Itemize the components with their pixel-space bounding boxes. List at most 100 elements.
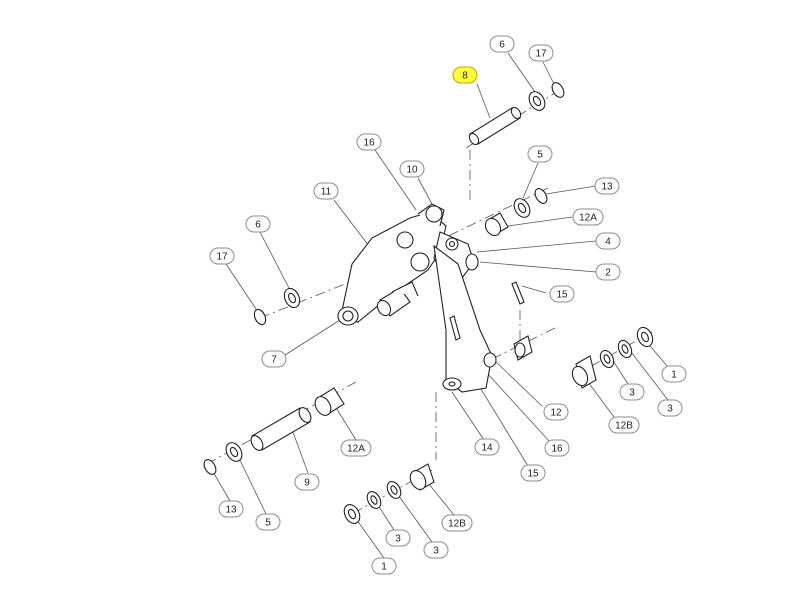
callout-c6b: 6 [245, 215, 271, 233]
callout-label: 5 [537, 150, 543, 161]
callout-label: 3 [667, 404, 673, 415]
callout-bubble [441, 514, 473, 532]
callout-label: 6 [255, 220, 261, 231]
callout-bubble [423, 541, 449, 559]
bushing-12A-right [484, 212, 509, 237]
callout-bubble [294, 473, 320, 491]
retaining-ring-13-left [203, 459, 217, 475]
shaft-7-fitting [376, 281, 419, 317]
bushing-12A-left [314, 387, 345, 416]
retaining-ring-17-top [551, 82, 565, 98]
callout-bubble [527, 145, 553, 163]
callout-label: 8 [462, 71, 468, 82]
callout-c8: 8 [452, 66, 478, 84]
callout-label: 17 [216, 252, 228, 263]
callout-c15b: 15 [520, 464, 546, 482]
pin-9 [250, 407, 312, 451]
callout-label: 12B [615, 421, 633, 432]
callout-label: 12 [550, 408, 562, 419]
callout-bubble [544, 439, 570, 457]
pin-8 [468, 106, 522, 146]
callout-bubble [594, 177, 620, 195]
callout-c12Bb: 12B [441, 514, 473, 532]
callout-label: 3 [629, 388, 635, 399]
callout-label: 13 [601, 182, 613, 193]
callout-bubble [572, 208, 604, 226]
callout-c14: 14 [474, 438, 500, 456]
callout-c15a: 15 [549, 285, 575, 303]
callout-label: 14 [481, 443, 493, 454]
callout-bubble [371, 557, 397, 575]
callout-c17a: 17 [528, 44, 554, 62]
callout-c1b: 1 [371, 557, 397, 575]
callout-label: 16 [551, 444, 563, 455]
callout-bubble [528, 44, 554, 62]
cotter-pin-15-top [511, 281, 525, 305]
callout-label: 2 [605, 268, 611, 279]
callout-c11: 11 [313, 182, 339, 200]
callout-bubble [385, 529, 411, 547]
callout-label: 15 [527, 469, 539, 480]
callout-c9: 9 [294, 473, 320, 491]
callout-c6a: 6 [489, 35, 515, 53]
center-lines [204, 89, 653, 516]
callout-bubble [356, 133, 382, 151]
callout-label: 5 [265, 518, 271, 529]
parts [203, 82, 654, 524]
callout-c12Aa: 12A [572, 208, 604, 226]
callout-c1a: 1 [661, 365, 687, 383]
callout-label: 4 [605, 237, 611, 248]
callout-label: 6 [499, 40, 505, 51]
callout-label: 3 [433, 546, 439, 557]
callout-c3b: 3 [657, 399, 683, 417]
callout-c3a: 3 [619, 383, 645, 401]
bushing-12B-right [571, 355, 597, 389]
callout-c13b: 13 [218, 500, 244, 518]
callout-bubble [218, 500, 244, 518]
callout-label: 15 [556, 290, 568, 301]
callout-c13a: 13 [594, 177, 620, 195]
callout-bubble [489, 35, 515, 53]
callout-bubble [549, 285, 575, 303]
callout-bubble [595, 263, 621, 281]
callout-bubble [255, 513, 281, 531]
callout-label: 7 [271, 355, 277, 366]
callout-bubble [520, 464, 546, 482]
fitting-12 [513, 335, 533, 361]
callout-c7: 7 [261, 350, 287, 368]
callout-c5a: 5 [527, 145, 553, 163]
callout-bubble [661, 365, 687, 383]
callout-bubble [474, 438, 500, 456]
callout-bubble [543, 403, 569, 421]
callout-c5b: 5 [255, 513, 281, 531]
callout-c10: 10 [399, 160, 425, 178]
callout-label: 1 [381, 562, 387, 573]
callout-bubble [619, 383, 645, 401]
callout-label: 17 [535, 49, 547, 60]
cotter-pin-15-left [449, 315, 461, 341]
callout-label: 13 [225, 505, 237, 516]
callout-label: 3 [395, 534, 401, 545]
callout-c2: 2 [595, 263, 621, 281]
callout-label: 9 [304, 478, 310, 489]
callout-label: 16 [363, 138, 375, 149]
callout-bubble [340, 439, 372, 457]
callout-c12Ba: 12B [608, 416, 640, 434]
retaining-ring-17-left [253, 308, 267, 326]
leg-14 [433, 244, 497, 393]
callout-label: 12A [347, 444, 365, 455]
callout-c16a: 16 [356, 133, 382, 151]
callout-bubble [261, 350, 287, 368]
callout-bubble [399, 160, 425, 178]
callout-label: 11 [321, 187, 332, 198]
callout-c3d: 3 [423, 541, 449, 559]
callout-c12: 12 [543, 403, 569, 421]
callout-bubble [209, 247, 235, 265]
leader-lines [211, 52, 669, 559]
bushing-12B-bottom [409, 463, 435, 491]
callout-bubble [452, 66, 478, 84]
callout-c12Ab: 12A [340, 439, 372, 457]
callout-bubble [313, 182, 339, 200]
